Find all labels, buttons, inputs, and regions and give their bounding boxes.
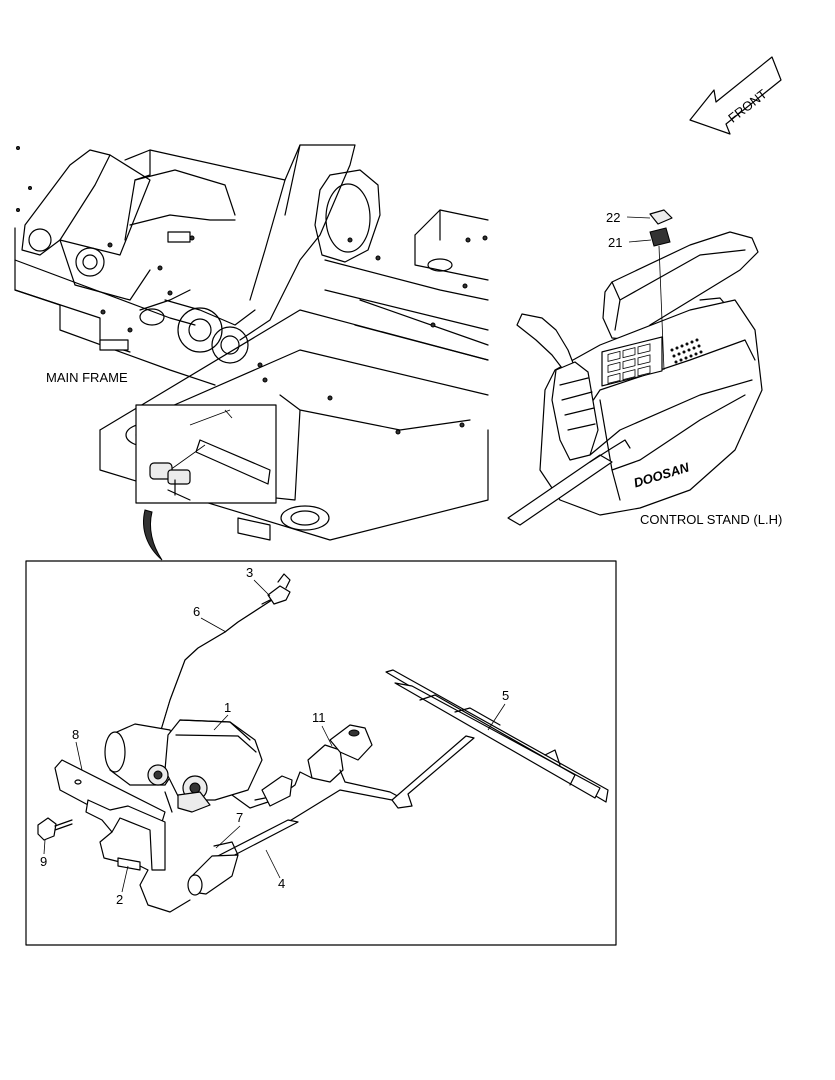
front-arrow: FRONT (689, 56, 782, 135)
part-number-3: 3 (246, 565, 253, 580)
part-number-4: 4 (278, 876, 285, 891)
control-stand-drawing: DOOSAN (507, 209, 763, 526)
wiper-blade (385, 669, 609, 803)
wiper-arm (187, 735, 475, 896)
part-number-7: 7 (236, 810, 243, 825)
part-number-9: 9 (40, 854, 47, 869)
switch-part-22 (649, 209, 673, 225)
washer-nozzle (261, 573, 291, 605)
control-stand-label: CONTROL STAND (L.H) (640, 512, 782, 527)
detail-pointer (143, 509, 163, 561)
mounting-bolt (37, 817, 73, 841)
part-number-1: 1 (224, 700, 231, 715)
part-number-2: 2 (116, 892, 123, 907)
main-frame-label: MAIN FRAME (46, 370, 128, 385)
part-number-6: 6 (193, 604, 200, 619)
part-number-5: 5 (502, 688, 509, 703)
wiring-connector (254, 724, 406, 807)
switch-part-21 (649, 227, 671, 247)
part-number-8: 8 (72, 727, 79, 742)
part-number-22: 22 (606, 210, 620, 225)
wiring-cable (99, 831, 191, 913)
lever-handle (507, 454, 613, 526)
switch-panel (601, 336, 663, 387)
mounting-bracket (54, 759, 166, 871)
detail-frame (25, 560, 617, 946)
wiper-assembly-detail (37, 573, 609, 913)
wiper-location-inset (135, 404, 277, 504)
main-frame-drawing (14, 144, 489, 541)
joystick (516, 313, 599, 461)
keypad-dots (670, 338, 703, 364)
part-number-11: 11 (312, 710, 326, 725)
part-number-21: 21 (608, 235, 622, 250)
wiper-motor (104, 719, 269, 813)
